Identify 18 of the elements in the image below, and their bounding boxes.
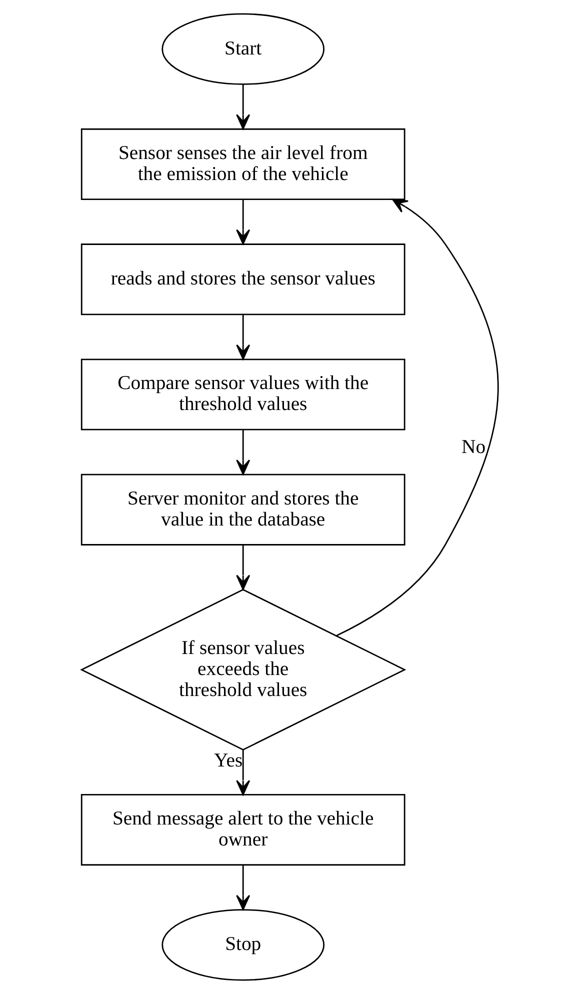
arrow	[236, 430, 250, 475]
node-diamond: If sensor values exceeds the threshold values	[80, 588, 406, 751]
node-box: Send message alert to the vehicle owner	[80, 794, 405, 866]
edge-label: No	[461, 436, 486, 458]
node-ellipse: Stop	[161, 909, 324, 981]
arrow	[236, 84, 250, 130]
edge-label: Yes	[214, 750, 242, 772]
node-box: reads and stores the sensor values	[80, 244, 405, 316]
arrow	[236, 750, 250, 796]
arrow	[236, 544, 250, 590]
arrow	[236, 199, 250, 245]
node-box: Server monitor and stores the value in the database	[80, 474, 405, 546]
node-box: Compare sensor values with the threshold values	[80, 358, 405, 430]
node-ellipse: Start	[161, 13, 324, 85]
arrow	[236, 864, 250, 910]
arrow	[236, 314, 250, 360]
arrow	[336, 198, 498, 636]
node-box: Sensor senses the air level from the emission of the vehicle	[80, 128, 405, 200]
